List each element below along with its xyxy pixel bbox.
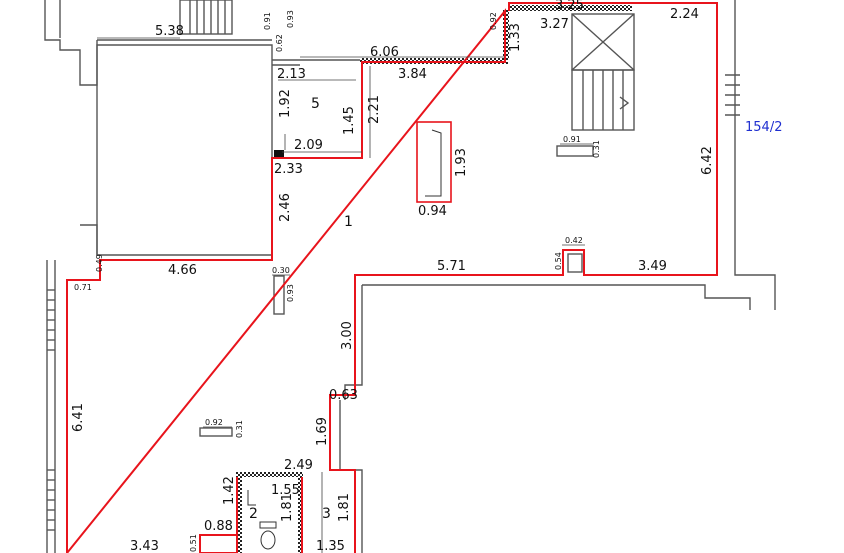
dim-062: 0.62 — [275, 34, 284, 52]
dim-091a: 0.91 — [263, 12, 272, 30]
dim-606: 6.06 — [370, 45, 399, 60]
dim-641: 6.41 — [71, 403, 86, 432]
dim-224: 2.24 — [670, 7, 699, 22]
dim-135: 1.35 — [316, 539, 345, 553]
dim-031b: 0.31 — [235, 420, 244, 438]
dim-249: 2.49 — [284, 458, 313, 473]
dim-571: 5.71 — [437, 259, 466, 274]
dim-246: 2.46 — [278, 193, 293, 222]
dim-051: 0.51 — [189, 534, 198, 552]
dim-181a: 1.81 — [280, 493, 295, 522]
dim-092a: 0.92 — [489, 12, 498, 30]
dim-145: 1.45 — [342, 106, 357, 135]
dim-091b: 0.91 — [563, 135, 581, 144]
dim-042: 0.42 — [565, 236, 583, 245]
dim-155: 1.55 — [271, 483, 300, 498]
dim-193: 1.93 — [454, 148, 469, 177]
room-3-label: 3 — [322, 506, 331, 522]
dimension-labels: 5.38 0.91 0.93 0.92 3.25 3.27 2.24 0.62 … — [71, 0, 782, 553]
sink-fixture — [416, 121, 452, 203]
dim-233: 2.33 — [274, 162, 303, 177]
dim-092b: 0.92 — [205, 418, 223, 427]
dim-209: 2.09 — [294, 138, 323, 153]
dim-327: 3.27 — [540, 17, 569, 32]
dim-192: 1.92 — [278, 89, 293, 118]
dim-384: 3.84 — [398, 67, 427, 82]
dim-133: 1.33 — [508, 23, 523, 52]
premises-boundary — [66, 2, 718, 553]
dim-088: 0.88 — [204, 519, 233, 534]
dim-142: 1.42 — [222, 476, 237, 505]
room-1-label: 1 — [344, 214, 353, 230]
room-5-label: 5 — [311, 96, 320, 112]
toilet-boundary — [199, 534, 237, 553]
dim-049: 0.49 — [95, 254, 104, 272]
dim-221: 2.21 — [367, 95, 382, 124]
dim-071: 0.71 — [74, 283, 92, 292]
dim-030: 0.30 — [272, 266, 290, 275]
dim-031a: 0.31 — [592, 140, 601, 158]
dimension-lines — [97, 37, 593, 553]
dim-063: 0.63 — [329, 388, 358, 403]
building-ref: 154/2 — [745, 120, 782, 135]
room-2-label: 2 — [249, 506, 258, 522]
dim-093b: 0.93 — [286, 284, 295, 302]
dim-094: 0.94 — [418, 204, 447, 219]
dim-325: 3.25 — [555, 0, 584, 13]
dim-093a: 0.93 — [286, 10, 295, 28]
dim-538: 5.38 — [155, 24, 184, 39]
toilet-icon — [247, 490, 277, 550]
dim-349: 3.49 — [638, 259, 667, 274]
dim-642: 6.42 — [700, 146, 715, 175]
dim-181b: 1.81 — [337, 493, 352, 522]
dim-466: 4.66 — [168, 263, 197, 278]
dim-300: 3.00 — [340, 321, 355, 350]
dim-343: 3.43 — [130, 539, 159, 553]
dim-213: 2.13 — [277, 67, 306, 82]
structural-walls — [44, 0, 776, 553]
dim-054: 0.54 — [554, 252, 563, 270]
dim-169: 1.69 — [315, 417, 330, 446]
